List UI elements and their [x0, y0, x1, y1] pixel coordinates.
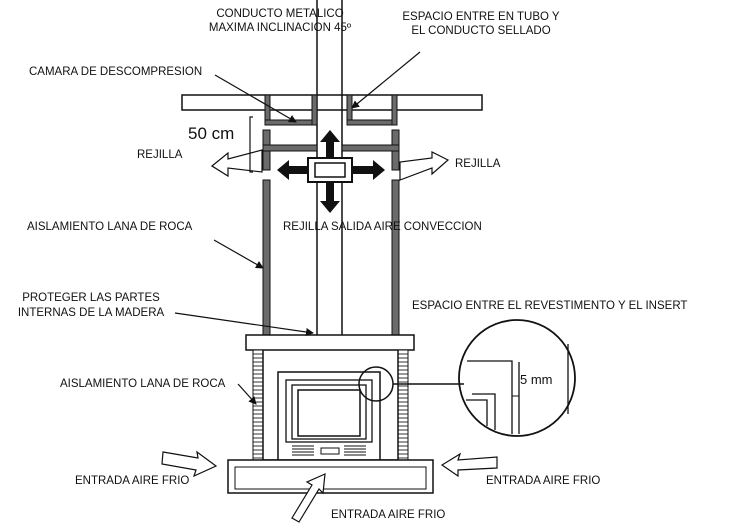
cold-air-arrow-left — [161, 450, 218, 478]
label-aislamiento-top: AISLAMIENTO LANA DE ROCA — [27, 221, 193, 233]
label-aislamiento-bottom: AISLAMIENTO LANA DE ROCA — [60, 378, 226, 390]
top-protection-board — [245, 334, 415, 351]
leader-lines — [174, 51, 421, 405]
detail-callout — [358, 319, 576, 437]
dimension-bracket-50cm — [249, 116, 253, 173]
grille-left-arrow — [210, 149, 263, 178]
ceiling-slab — [181, 94, 483, 111]
label-espacio-tubo-line2: EL CONDUCTO SELLADO — [411, 25, 550, 37]
label-camara: CAMARA DE DESCOMPRESION — [29, 66, 202, 78]
label-proteger-line2: INTERNAS DE LA MADERA — [18, 307, 165, 319]
label-proteger-line1: PROTEGER LAS PARTES — [22, 292, 160, 304]
label-conducto-line2: MAXIMA INCLINACION 45º — [209, 22, 352, 34]
convection-arrows — [277, 130, 385, 213]
label-conducto-line1: CONDUCTO METALICO — [216, 8, 343, 20]
grille-right-arrow — [399, 151, 450, 181]
convection-grille — [307, 157, 353, 183]
label-50cm: 50 cm — [188, 124, 234, 143]
label-espacio-tubo-line1: ESPACIO ENTRE EN TUBO Y — [402, 11, 560, 23]
label-rejilla-salida: REJILLA SALIDA AIRE CONVECCION — [283, 221, 482, 233]
label-entrada-bottom: ENTRADA AIRE FRIO — [331, 509, 445, 521]
detail-zoom-lines — [466, 344, 569, 434]
cold-air-arrow-right — [440, 452, 498, 478]
decompression-chamber — [262, 94, 400, 171]
label-entrada-left: ENTRADA AIRE FRIO — [75, 475, 189, 487]
cold-air-arrow-bottom — [291, 473, 326, 523]
label-espacio-revestimiento: ESPACIO ENTRE EL REVESTIMENTO Y EL INSER… — [412, 300, 687, 312]
label-rejilla-left: REJILLA — [137, 149, 183, 161]
fireplace-insert — [277, 371, 381, 461]
label-rejilla-right: REJILLA — [455, 158, 501, 170]
label-5mm: 5 mm — [520, 372, 553, 387]
base-plinth — [227, 459, 434, 494]
label-entrada-right: ENTRADA AIRE FRIO — [486, 475, 600, 487]
